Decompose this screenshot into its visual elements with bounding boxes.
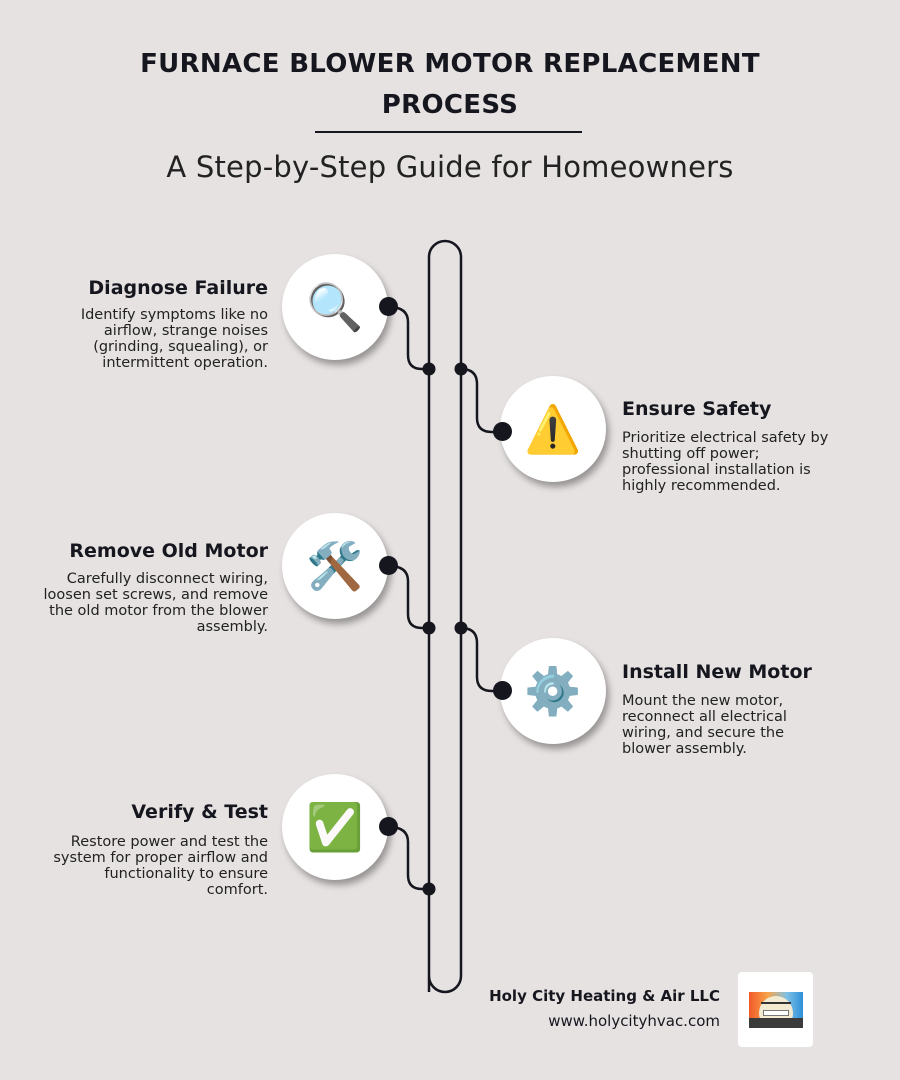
connector-dot	[379, 556, 398, 575]
step-title: Verify & Test	[131, 801, 268, 823]
step-icon-circle: ⚙️	[500, 638, 606, 744]
magnifying-glass-icon: 🔍	[306, 279, 364, 334]
step-icon-circle: 🛠️	[282, 513, 388, 619]
connector-dot	[493, 422, 512, 441]
company-logo	[738, 972, 813, 1047]
connector-dot	[379, 817, 398, 836]
step-title: Diagnose Failure	[88, 277, 268, 299]
step-description: Restore power and test the system for pr…	[53, 834, 268, 898]
step-description: Carefully disconnect wiring, loosen set …	[43, 571, 269, 635]
company-name: Holy City Heating & Air LLC	[489, 987, 720, 1005]
gear-icon: ⚙️	[524, 663, 582, 718]
step-title: Install New Motor	[622, 661, 812, 683]
title-underline	[315, 131, 582, 133]
logo-image	[748, 991, 803, 1028]
check-mark-icon: ✅	[306, 799, 364, 854]
step-description: Identify symptoms like no airflow, stran…	[80, 307, 268, 371]
step-description: Prioritize electrical safety by shutting…	[622, 430, 829, 494]
step-icon-circle: ✅	[282, 774, 388, 880]
warning-icon: ⚠️	[524, 401, 582, 456]
hammer-and-wrench-icon: 🛠️	[306, 538, 364, 593]
step-title: Remove Old Motor	[69, 540, 268, 562]
page-subtitle: A Step-by-Step Guide for Homeowners	[166, 150, 734, 184]
page-title: FURNACE BLOWER MOTOR REPLACEMENT PROCESS	[140, 49, 760, 120]
company-website-link[interactable]: www.holycityhvac.com	[548, 1012, 720, 1030]
connector-dot	[493, 681, 512, 700]
step-title: Ensure Safety	[622, 398, 772, 420]
step-icon-circle: 🔍	[282, 254, 388, 360]
connector-dot	[379, 297, 398, 316]
step-icon-circle: ⚠️	[500, 376, 606, 482]
step-description: Mount the new motor, reconnect all elect…	[622, 693, 787, 757]
